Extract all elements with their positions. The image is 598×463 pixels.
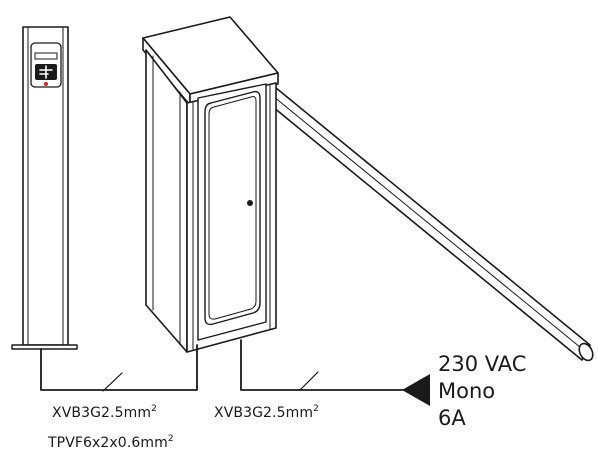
cable-label-right: XVB3G2.5mm2 <box>214 404 319 421</box>
access-pedestal <box>11 26 78 350</box>
cable-label-left: XVB3G2.5mm2 <box>52 404 157 421</box>
cable-runs <box>40 339 416 392</box>
power-input-arrow-icon <box>402 374 430 406</box>
power-voltage: 230 VAC <box>438 352 527 376</box>
power-current: 6A <box>438 406 466 430</box>
cable-label-left-signal: TPVF6x2x0.6mm2 <box>48 434 174 451</box>
door-knob <box>247 200 253 206</box>
card-reader-icon <box>30 42 62 88</box>
power-phase: Mono <box>438 379 496 403</box>
barrier-cabinet <box>142 16 279 353</box>
barrier-boom-arm <box>261 82 594 362</box>
power-supply-label: 230 VAC Mono 6A <box>438 351 526 432</box>
